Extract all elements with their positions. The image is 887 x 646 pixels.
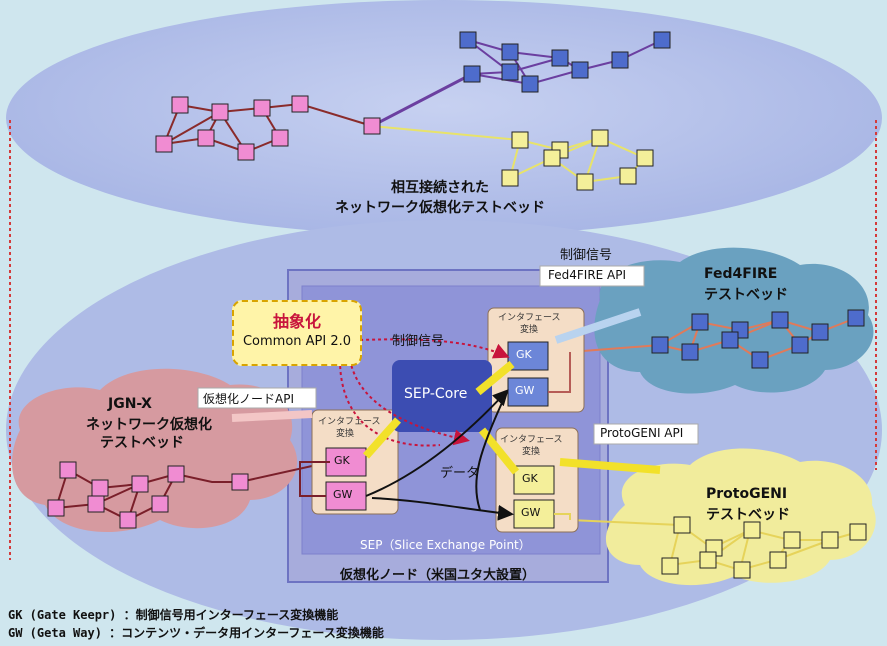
gw-label-right-top: GW xyxy=(515,384,535,397)
pink-node xyxy=(271,129,289,147)
top-cubes xyxy=(155,31,671,191)
pink-node xyxy=(363,117,381,135)
jgn-cubes xyxy=(47,461,249,529)
iface-label-left-2: 変換 xyxy=(336,429,355,439)
gk-label-left: GK xyxy=(334,454,350,467)
yellow-arrow-core-gk-left xyxy=(363,417,401,459)
abstraction-subtitle: Common API 2.0 xyxy=(242,334,352,349)
blue-node xyxy=(501,63,519,81)
yellow-node xyxy=(543,149,561,167)
abstraction-callout: 抽象化 Common API 2.0 xyxy=(232,300,362,366)
blue-node xyxy=(463,65,481,83)
gw-label-left: GW xyxy=(333,488,353,501)
control-signal-arrow-2 xyxy=(349,359,470,446)
fed4fire-title-2: テストベッド xyxy=(704,287,788,303)
protogeni-cubes xyxy=(661,516,867,579)
data-label: データ xyxy=(440,466,480,481)
sep-core-label: SEP-Core xyxy=(404,386,468,402)
blue-node xyxy=(571,61,589,79)
gw-box-right-bottom xyxy=(513,499,555,529)
fed4fire-api-label-box xyxy=(539,265,645,287)
yellow-node xyxy=(576,173,594,191)
iface-label-right-top-1: インタフェース xyxy=(498,313,561,323)
blue-node xyxy=(521,75,539,93)
pink-node xyxy=(237,143,255,161)
pink-node xyxy=(155,135,173,153)
pink-node xyxy=(253,99,271,117)
jgn-title-3: テストベッド xyxy=(100,435,184,451)
gk-box-right-bottom xyxy=(513,465,555,495)
gw-box-left xyxy=(325,481,367,511)
virt-node-api-label-box xyxy=(197,387,317,409)
data-arrow-1 xyxy=(365,389,509,497)
jgn-cloud xyxy=(12,368,298,532)
protogeni-title-2: テストベッド xyxy=(706,507,790,523)
virt-node-api-arrow xyxy=(231,410,313,422)
gk-label-right-top: GK xyxy=(516,348,532,361)
control-signal-mid-label: 制御信号 xyxy=(392,334,445,349)
pink-node xyxy=(291,95,309,113)
control-signal-arrow-1 xyxy=(359,338,510,359)
fed4fire-cubes xyxy=(651,309,865,369)
blue-node xyxy=(611,51,629,69)
top-ellipse xyxy=(6,0,882,236)
jgn-title-1: JGN-X xyxy=(108,396,152,412)
fed4fire-api-arrow xyxy=(554,308,642,344)
blue-node xyxy=(653,31,671,49)
yellow-node xyxy=(636,149,654,167)
gw-label-right-bottom: GW xyxy=(521,506,541,519)
protogeni-api-label: ProtoGENI API xyxy=(600,426,684,440)
top-link-purple xyxy=(371,72,473,128)
gk-box-right-top xyxy=(507,341,549,371)
pink-node xyxy=(211,103,229,121)
iface-label-left-1: インタフェース xyxy=(318,417,381,427)
yellow-node xyxy=(619,167,637,185)
blue-node xyxy=(501,43,519,61)
fed4fire-cloud xyxy=(594,247,874,394)
yellow-node xyxy=(511,131,529,149)
yellow-node xyxy=(501,169,519,187)
virt-node-api-label: 仮想化ノードAPI xyxy=(203,392,294,406)
legend-gk: GK (Gate Keepr) ：制御信号用インターフェース変換機能 xyxy=(8,608,339,622)
data-arrow-3 xyxy=(475,393,507,511)
legend-gw: GW (Geta Way) ：コンテンツ・データ用インターフェース変換機能 xyxy=(8,626,384,640)
fed4fire-api-label: Fed4FIRE API xyxy=(548,268,627,282)
top-caption-line2: ネットワーク仮想化テストベッド xyxy=(335,199,545,216)
blue-node xyxy=(551,49,569,67)
iface-label-right-bottom-1: インタフェース xyxy=(500,435,563,445)
protogeni-title-1: ProtoGENI xyxy=(706,486,788,502)
fed4fire-title-1: Fed4FIRE xyxy=(704,266,778,282)
protogeni-api-arrow xyxy=(559,458,661,474)
link-gw-proto xyxy=(554,513,571,520)
sep-full-label: SEP（Slice Exchange Point） xyxy=(360,538,531,552)
pink-node xyxy=(171,96,189,114)
sep-core-box xyxy=(392,360,492,432)
yellow-arrow-core-gk-top xyxy=(475,360,515,396)
blue-node xyxy=(459,31,477,49)
gw-box-right-top xyxy=(507,377,549,407)
link-gw-jgn xyxy=(299,461,330,497)
abstraction-title: 抽象化 xyxy=(272,312,321,331)
yellow-node xyxy=(591,129,609,147)
iface-label-right-bottom-2: 変換 xyxy=(522,447,541,457)
link-gw-fed4fire xyxy=(548,352,571,393)
pink-node xyxy=(197,129,215,147)
virt-node-title: 仮想化ノード（米国ユタ大設置） xyxy=(340,568,536,583)
gk-label-right-bottom: GK xyxy=(522,472,538,485)
control-signal-top-label: 制御信号 xyxy=(560,248,613,263)
data-arrow-2 xyxy=(371,497,514,521)
control-signal-arrow-3 xyxy=(339,359,441,447)
gk-box-left xyxy=(325,447,367,477)
top-caption-line1: 相互接続された xyxy=(391,179,489,196)
iface-label-right-top-2: 変換 xyxy=(520,325,539,335)
jgn-title-2: ネットワーク仮想化 xyxy=(86,417,212,433)
protogeni-api-label-box xyxy=(593,423,699,445)
